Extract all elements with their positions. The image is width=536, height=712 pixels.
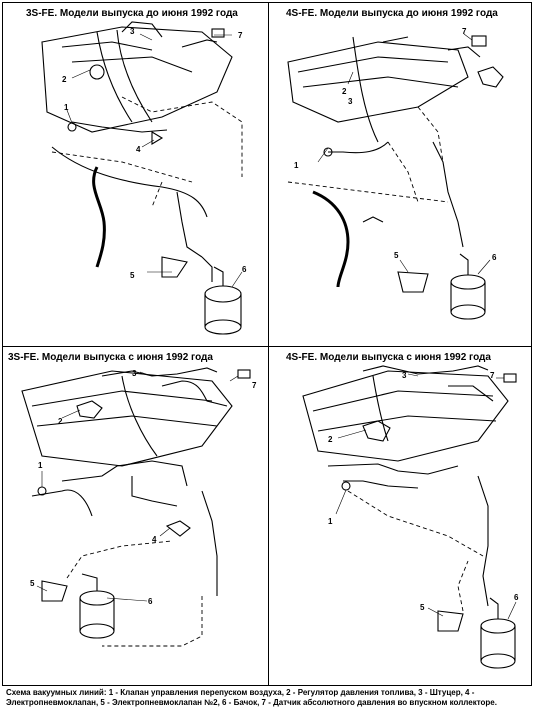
callout-5: 5	[420, 603, 425, 612]
vsv2-body	[41, 580, 68, 602]
panel-title: 3S-FE. Модели выпуска до июня 1992 года	[26, 8, 238, 19]
panel-title: 3S-FE. Модели выпуска с июня 1992 года	[8, 352, 213, 363]
callout-1: 1	[64, 103, 69, 112]
callout-2: 2	[342, 87, 347, 96]
callout-4: 4	[136, 145, 141, 154]
diagram-frame	[2, 2, 532, 686]
map-sensor	[471, 35, 487, 47]
panel-3sfe-after-1992: 3S-FE. Модели выпуска с июня 1992 года	[2, 346, 268, 686]
map-sensor	[503, 373, 517, 383]
vacuum-diagram-drawing: 1 2 3 5 6 7	[287, 27, 504, 320]
callout-6: 6	[514, 593, 519, 602]
map-sensor	[237, 369, 251, 379]
callout-7: 7	[462, 27, 467, 36]
callout-2: 2	[62, 75, 67, 84]
callout-6: 6	[492, 253, 497, 262]
map-sensor	[211, 28, 225, 38]
bypass-valve	[67, 122, 77, 132]
panel-4sfe-before-1992: 4S-FE. Модели выпуска до июня 1992 года	[268, 2, 532, 346]
panel-4sfe-after-1992: 4S-FE. Модели выпуска с июня 1992 года	[268, 346, 532, 686]
callout-7: 7	[252, 381, 257, 390]
callout-6: 6	[242, 265, 247, 274]
callout-1: 1	[38, 461, 43, 470]
fuel-regulator	[76, 400, 103, 419]
callout-3: 3	[348, 97, 353, 106]
figure-caption: Схема вакуумных линий: 1 - Клапан управл…	[6, 688, 497, 707]
callout-6: 6	[148, 597, 153, 606]
callout-5: 5	[394, 251, 399, 260]
callout-1: 1	[294, 161, 299, 170]
callout-4: 4	[152, 535, 157, 544]
vertical-divider	[268, 2, 269, 686]
vacuum-diagram-drawing: 1 2 3 4 5 6 7	[21, 367, 257, 647]
panel-title: 4S-FE. Модели выпуска до июня 1992 года	[286, 8, 498, 19]
engine-outline	[21, 370, 233, 467]
bypass-valve	[341, 481, 351, 491]
panel-3sfe-before-1992: 3S-FE. Модели выпуска до июня 1992 года	[2, 2, 268, 346]
callout-2: 2	[58, 417, 63, 426]
vsv2-body	[161, 256, 188, 278]
callout-1: 1	[328, 517, 333, 526]
callout-5: 5	[130, 271, 135, 280]
callout-2: 2	[328, 435, 333, 444]
callout-3: 3	[402, 371, 407, 380]
panel-title: 4S-FE. Модели выпуска с июня 1992 года	[286, 352, 491, 363]
vacuum-diagram-drawing: 1 2 3 4 5 6 7	[41, 21, 247, 335]
callout-3: 3	[132, 369, 137, 378]
vsv2-body	[437, 610, 464, 632]
fuel-regulator	[89, 64, 105, 80]
horizontal-divider	[2, 346, 532, 347]
vacuum-diagram-drawing: 1 2 3 5 6 7	[302, 365, 519, 669]
callout-5: 5	[30, 579, 35, 588]
vsv2-body	[397, 271, 429, 293]
fuel-regulator	[362, 420, 391, 442]
callout-3: 3	[130, 27, 135, 36]
engine-outline	[287, 41, 469, 123]
callout-7: 7	[490, 371, 495, 380]
callout-7: 7	[238, 31, 243, 40]
engine-outline	[41, 26, 233, 133]
